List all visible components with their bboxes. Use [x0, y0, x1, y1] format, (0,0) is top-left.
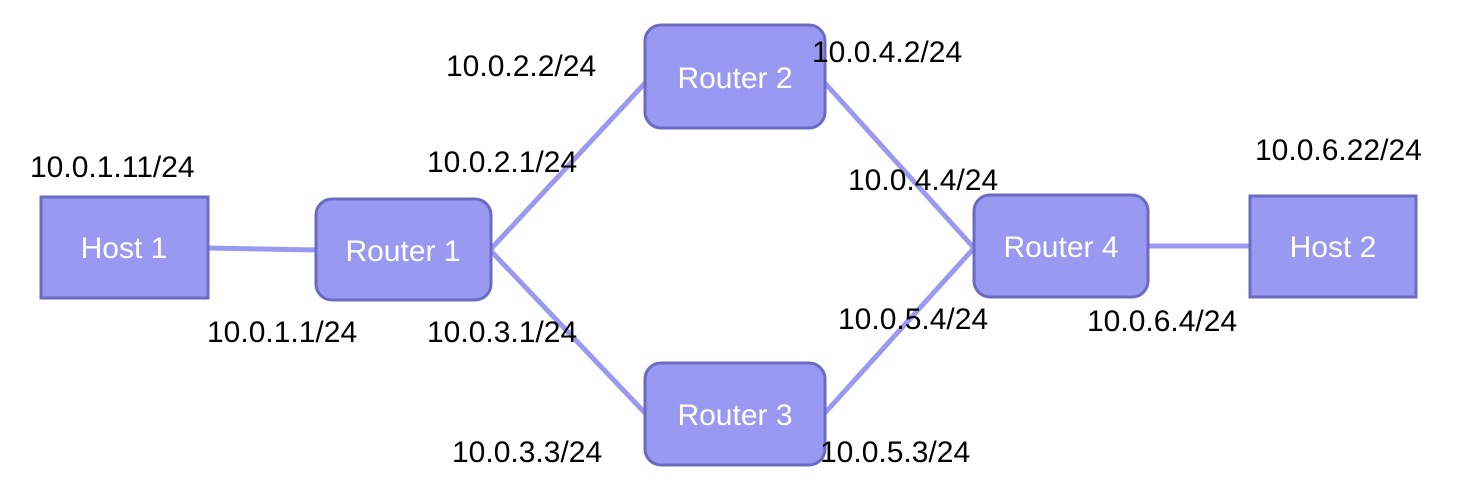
link-router3-router4 [821, 245, 977, 417]
ip-host2: 10.0.6.22/24 [1255, 134, 1422, 167]
ip-router1-host: 10.0.1.1/24 [207, 316, 357, 349]
host-1-node[interactable]: Host 1 [39, 195, 210, 300]
host-2-node[interactable]: Host 2 [1248, 194, 1418, 299]
router-3-node[interactable]: Router 3 [643, 361, 827, 467]
router-4-box [972, 193, 1150, 299]
ip-router4-host: 10.0.6.4/24 [1087, 305, 1237, 338]
links [205, 79, 1253, 417]
ip-router3-r4: 10.0.5.3/24 [820, 436, 970, 469]
router-3-box [643, 361, 827, 467]
ip-labels: 10.0.1.11/24 10.0.1.1/24 10.0.2.1/24 10.… [30, 36, 1422, 469]
link-router1-router2 [487, 79, 649, 253]
ip-router4-r3: 10.0.5.4/24 [838, 303, 988, 336]
ip-router4-r2: 10.0.4.4/24 [848, 164, 998, 197]
ip-router1-r3: 10.0.3.1/24 [427, 316, 577, 349]
router-3-label: Router 3 [677, 399, 792, 432]
link-router2-router4 [821, 79, 977, 251]
ip-router2-r1: 10.0.2.2/24 [446, 50, 596, 83]
router-2-label: Router 2 [677, 62, 792, 95]
ip-host1: 10.0.1.11/24 [30, 151, 195, 184]
ip-router2-r4: 10.0.4.2/24 [812, 36, 962, 69]
host-1-box [39, 195, 210, 300]
router-2-node[interactable]: Router 2 [643, 23, 827, 130]
router-4-label: Router 4 [1003, 231, 1118, 264]
host-2-label: Host 2 [1290, 231, 1377, 264]
router-4-node[interactable]: Router 4 [972, 193, 1150, 299]
ip-router3-r1: 10.0.3.3/24 [452, 436, 602, 469]
link-router1-router3 [487, 247, 649, 417]
router-1-label: Router 1 [345, 235, 460, 268]
host-2-box [1248, 194, 1418, 299]
ip-router1-r2: 10.0.2.1/24 [427, 146, 577, 179]
link-host1-router1 [205, 245, 321, 253]
host-1-label: Host 1 [81, 232, 168, 265]
router-1-node[interactable]: Router 1 [314, 197, 493, 302]
router-1-box [314, 197, 493, 302]
router-2-box [643, 23, 827, 130]
